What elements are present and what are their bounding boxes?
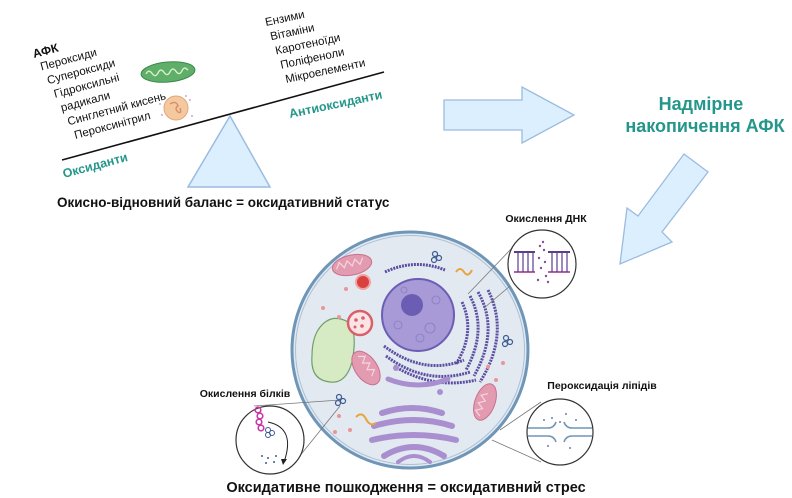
lysosome (355, 274, 371, 290)
mitochondrion-icon (140, 61, 196, 83)
balance-beam (61, 71, 385, 161)
oxidants-label: Оксиданти (61, 150, 129, 181)
dna-callout-line (467, 247, 513, 295)
nucleolus (401, 294, 423, 316)
mitochondrion (351, 350, 381, 386)
vesicles (321, 287, 505, 434)
antioxidants-group: Ензими Вітаміни Каротеноїди Поліфеноли М… (264, 9, 366, 86)
lipid-callout-line (499, 401, 542, 431)
balance-scale (61, 71, 385, 188)
lipid-callout-line (491, 439, 542, 463)
antioxidants-label: Антиоксиданти (288, 87, 384, 120)
rna-strand (355, 413, 377, 426)
damage-caption: Оксидативне пошкодження = оксидативний с… (226, 480, 585, 496)
mitochondrion (331, 253, 373, 277)
immune-cell-icon (159, 95, 193, 121)
peroxisome (346, 309, 374, 337)
protein-oxidation-label: Окислення білків (200, 388, 291, 400)
vacuole (311, 317, 355, 383)
right-arrow (443, 85, 576, 145)
nucleus (381, 278, 455, 352)
oxidants-group: АФК Пероксиди Супероксиди Гідроксильні р… (31, 40, 167, 141)
fulcrum-triangle (186, 114, 272, 188)
protein-callout-line (253, 399, 341, 407)
excess-ros-line2: накопичення АФК (625, 116, 785, 136)
rna-strand (455, 268, 473, 276)
ros-heading: АФК (31, 40, 60, 60)
balance-caption: Окисно-відновний баланс = оксидативний с… (57, 195, 390, 210)
dna-oxidation-callout (507, 229, 577, 299)
down-left-arrow (619, 153, 709, 266)
lipid-peroxidation-label: Пероксидація ліпідів (547, 380, 657, 392)
ribosome-cluster (334, 250, 514, 407)
cell (290, 230, 530, 470)
mitochondrion (473, 383, 497, 421)
golgi-apparatus (369, 405, 459, 464)
protein-oxidation-callout (235, 405, 305, 475)
dna-callout-line (483, 285, 511, 309)
dna-oxidation-label: Окислення ДНК (505, 213, 587, 225)
excess-ros-line1: Надмірне (659, 94, 744, 114)
lipid-peroxidation-callout (526, 398, 594, 466)
